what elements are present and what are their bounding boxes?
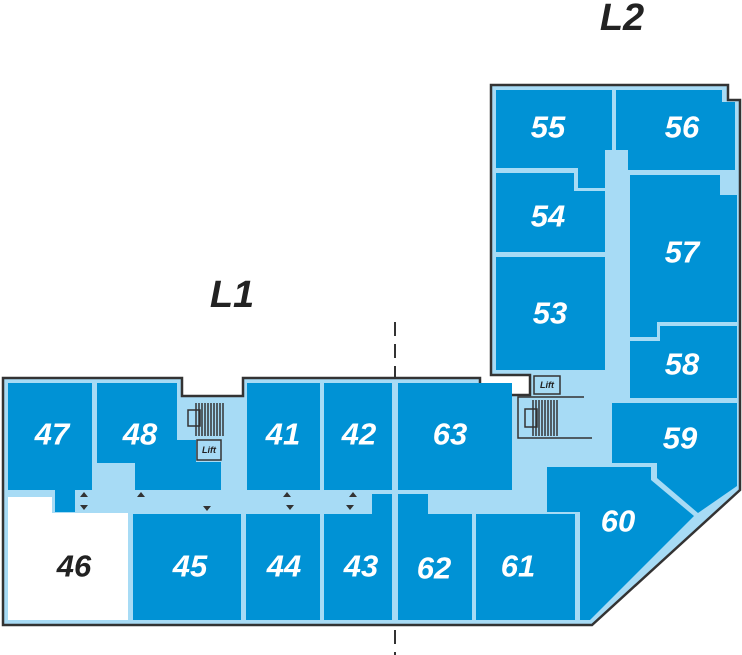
room-58[interactable]: 58 [630, 326, 737, 398]
room-46[interactable]: 46 [8, 497, 128, 620]
room-label: 48 [122, 417, 158, 452]
room-label: 60 [601, 504, 635, 539]
room-41[interactable]: 41 [247, 383, 320, 490]
room-label: 55 [531, 110, 566, 145]
room-42[interactable]: 42 [324, 383, 392, 490]
room-60[interactable]: 60 [547, 467, 694, 620]
room-label: 56 [665, 110, 700, 145]
stairs-icon [517, 396, 592, 439]
room-62[interactable]: 62 [398, 494, 472, 620]
level-label-l1: L1 [210, 274, 254, 316]
room-59[interactable]: 59 [612, 403, 737, 513]
room-label: 46 [56, 549, 92, 584]
room-47[interactable]: 47 [8, 383, 92, 512]
lift-label: Lift [202, 445, 217, 455]
room-label: 62 [417, 551, 451, 586]
arrow-up-icon [283, 492, 291, 497]
room-label: 47 [34, 417, 71, 452]
room-label: 53 [533, 296, 567, 331]
arrow-down-icon [346, 505, 354, 510]
lift-icon: Lift [196, 439, 222, 461]
arrow-up-icon [80, 492, 88, 497]
arrow-down-icon [203, 506, 211, 511]
room-56[interactable]: 56 [616, 90, 735, 170]
room-57[interactable]: 57 [630, 175, 737, 337]
room-label: 57 [665, 235, 701, 270]
lift-icon: Lift [533, 375, 561, 395]
room-63[interactable]: 63 [398, 383, 512, 490]
room-label: 45 [172, 549, 208, 584]
room-label: 41 [265, 417, 300, 452]
room-label: 44 [266, 549, 301, 584]
room-label: 61 [501, 549, 535, 584]
room-44[interactable]: 44 [246, 514, 320, 620]
arrow-down-icon [286, 505, 294, 510]
room-label: 63 [433, 417, 467, 452]
room-label: 42 [341, 417, 376, 452]
lift-label: Lift [540, 380, 555, 390]
arrow-up-icon [349, 492, 357, 497]
room-54[interactable]: 54 [496, 173, 605, 252]
room-43[interactable]: 43 [324, 494, 392, 620]
room-label: 59 [663, 421, 698, 456]
level-label-l2: L2 [600, 0, 644, 39]
room-label: 43 [343, 549, 378, 584]
room-53[interactable]: 53 [496, 257, 605, 370]
room-48[interactable]: 48 [97, 383, 221, 490]
stairs-icon [187, 403, 224, 436]
arrow-down-icon [80, 505, 88, 510]
room-45[interactable]: 45 [133, 514, 241, 620]
arrow-up-icon [137, 492, 145, 497]
direction-arrows [80, 492, 357, 511]
room-55[interactable]: 55 [496, 90, 612, 188]
room-label: 54 [531, 199, 565, 234]
room-61[interactable]: 61 [476, 514, 575, 620]
room-label: 58 [665, 347, 700, 382]
